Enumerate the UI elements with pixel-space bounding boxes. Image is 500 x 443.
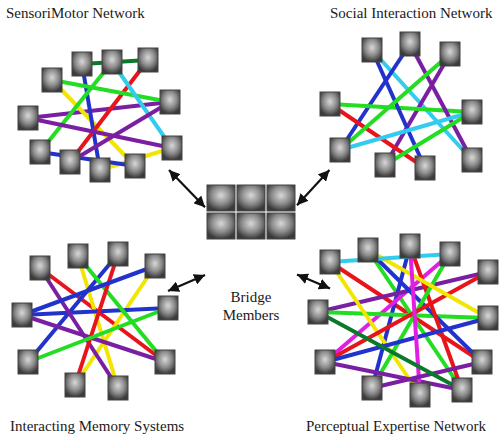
network-title: Social Interaction Network — [330, 4, 496, 22]
member-photo — [410, 383, 430, 407]
member-photo — [60, 150, 80, 174]
member-photo — [400, 234, 420, 258]
member-photo — [462, 100, 482, 124]
member-photo — [478, 306, 498, 330]
network-link — [40, 152, 135, 166]
network-link — [372, 50, 425, 168]
member-photo — [207, 213, 235, 239]
member-photo — [72, 52, 92, 76]
member-photo — [237, 185, 265, 211]
member-photo — [358, 238, 378, 262]
photo-group — [12, 32, 498, 407]
network-link — [410, 246, 420, 395]
network-link — [75, 266, 155, 385]
member-photo — [415, 156, 435, 180]
member-photo — [90, 158, 110, 182]
network-link — [75, 254, 118, 385]
member-photo — [18, 106, 38, 130]
member-photo — [267, 213, 295, 239]
member-photo — [330, 138, 350, 162]
member-photo — [320, 92, 340, 116]
member-photo — [267, 185, 295, 211]
member-photo — [362, 376, 382, 400]
member-photo — [237, 213, 265, 239]
link-group — [22, 44, 488, 395]
group-label: Bridge Members — [205, 288, 297, 324]
member-photo — [30, 140, 50, 164]
network-link — [28, 308, 168, 362]
member-photo — [42, 68, 62, 92]
member-photo — [160, 90, 180, 114]
member-photo — [158, 296, 178, 320]
member-photo — [472, 350, 492, 374]
link-arrow — [168, 275, 205, 291]
link-arrow — [297, 274, 330, 288]
member-photo — [68, 244, 88, 268]
bridge-group: Bridge Members — [205, 180, 297, 330]
member-photo — [400, 32, 420, 56]
member-photo — [18, 350, 38, 374]
network-cluster: Social Interaction Network — [318, 2, 496, 170]
member-photo — [102, 50, 122, 74]
network-link — [318, 312, 462, 390]
member-photo — [108, 376, 128, 400]
member-photo — [462, 148, 482, 172]
network-link — [52, 80, 170, 102]
network-title: Perceptual Expertise Network — [306, 417, 486, 435]
member-photo — [125, 154, 145, 178]
network-cluster: SensoriMotor Network — [2, 2, 174, 170]
member-photo — [315, 350, 335, 374]
network-link — [325, 318, 488, 362]
member-photo — [145, 254, 165, 278]
member-photo — [138, 48, 158, 72]
network-cluster: Interacting Memory Systems — [5, 245, 168, 408]
member-photo — [478, 260, 498, 284]
network-link — [70, 102, 170, 162]
member-photo — [362, 38, 382, 62]
network-link — [325, 272, 488, 362]
member-photo — [320, 250, 340, 274]
network-cluster: Perceptual Expertise Network — [330, 240, 498, 408]
member-photo — [30, 256, 50, 280]
member-photo — [162, 136, 182, 160]
member-photo — [155, 350, 175, 374]
member-photo — [440, 242, 460, 266]
link-arrow — [169, 170, 205, 207]
network-title: Interacting Memory Systems — [10, 417, 184, 435]
member-photo — [65, 373, 85, 397]
member-photo — [375, 153, 395, 177]
member-photo — [308, 300, 328, 324]
member-photo — [440, 42, 460, 66]
network-link — [325, 362, 462, 390]
member-photo — [207, 185, 235, 211]
network-link — [330, 254, 450, 262]
network-title: SensoriMotor Network — [6, 4, 174, 22]
member-photo — [108, 242, 128, 266]
network-link — [318, 272, 488, 312]
link-arrow — [297, 170, 329, 205]
member-photo — [452, 378, 472, 402]
member-photo — [12, 303, 32, 327]
